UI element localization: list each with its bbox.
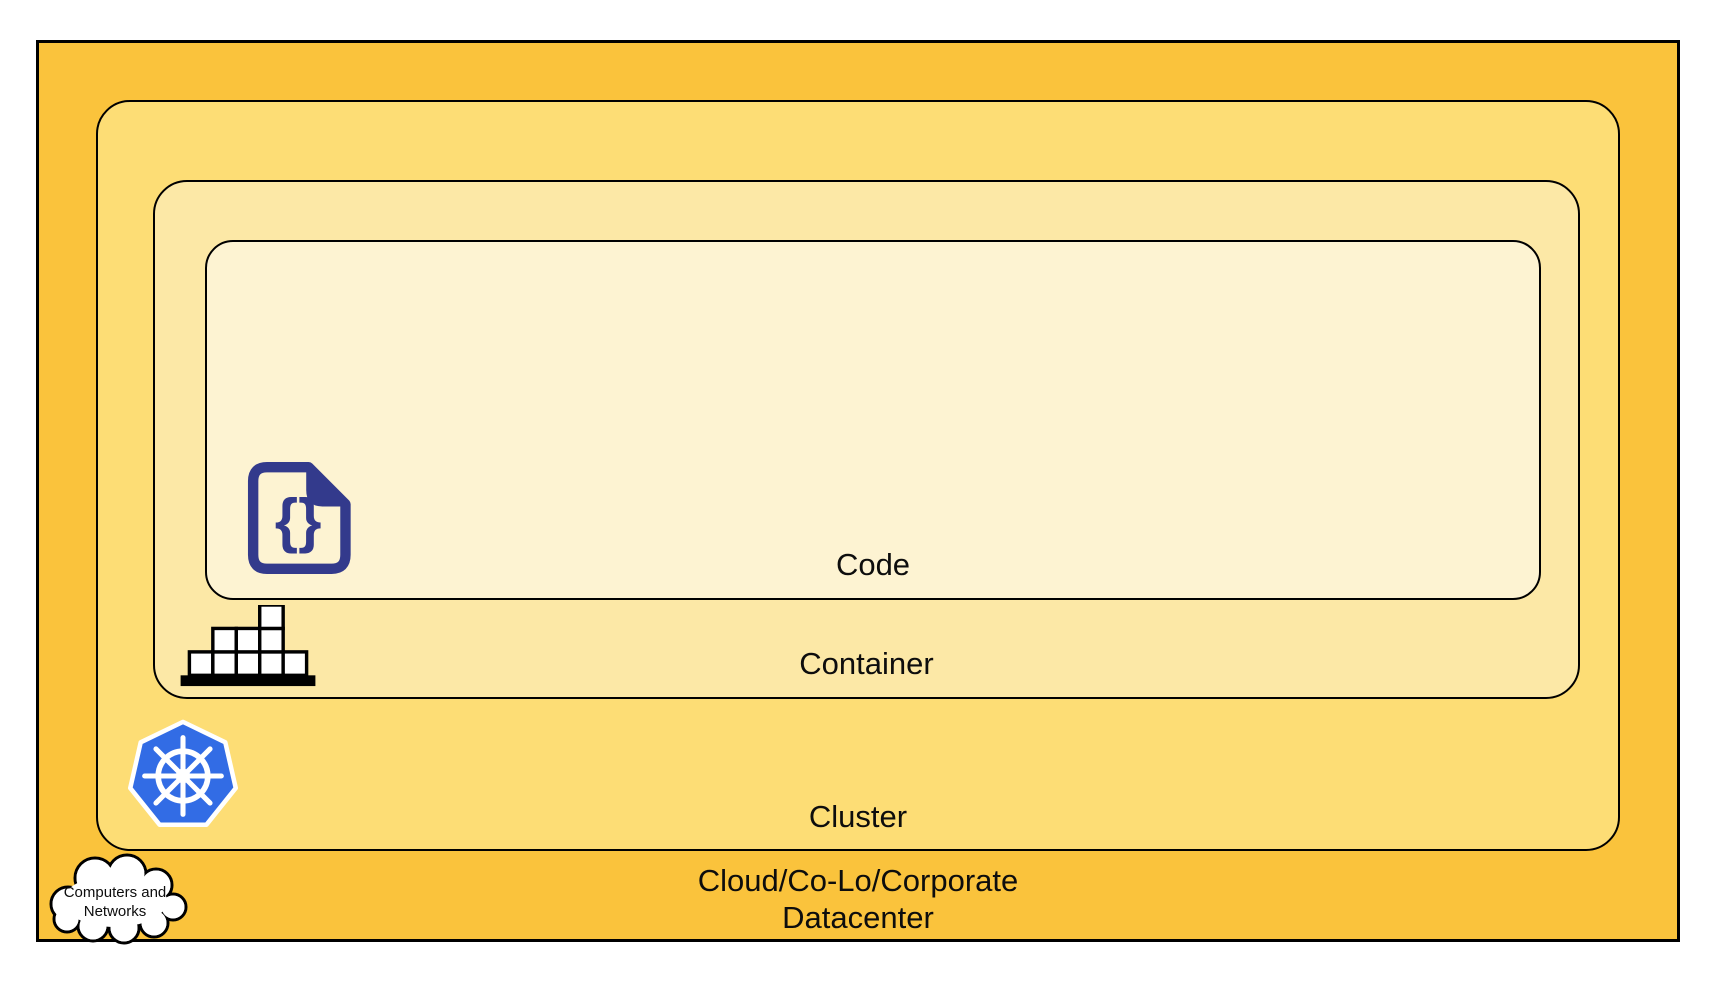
layer-datacenter: {} Code <box>36 40 1680 942</box>
code-file-icon: {} <box>247 462 351 574</box>
cloud-text-line2: Networks <box>84 903 147 920</box>
cloud-text-line1: Computers and <box>64 884 167 901</box>
svg-text:{}: {} <box>275 487 322 554</box>
layer-label-container: Container <box>799 646 934 681</box>
layer-label-cluster: Cluster <box>808 799 908 834</box>
layer-cluster: {} Code <box>96 100 1620 851</box>
cloud-icon: Computers and Networks <box>49 853 188 945</box>
layer-label-datacenter: Cloud/Co-Lo/Corporate Datacenter <box>39 862 1677 936</box>
kubernetes-icon <box>127 719 239 827</box>
datacenter-label-line2: Datacenter <box>782 900 934 935</box>
computers-networks-cloud: Computers and Networks <box>38 848 190 945</box>
container-blocks-icon <box>180 605 316 687</box>
layer-code: {} Code <box>205 240 1541 600</box>
layer-container: {} Code <box>153 180 1580 699</box>
datacenter-label-line1: Cloud/Co-Lo/Corporate <box>697 863 1019 898</box>
layer-label-code: Code <box>835 547 911 582</box>
